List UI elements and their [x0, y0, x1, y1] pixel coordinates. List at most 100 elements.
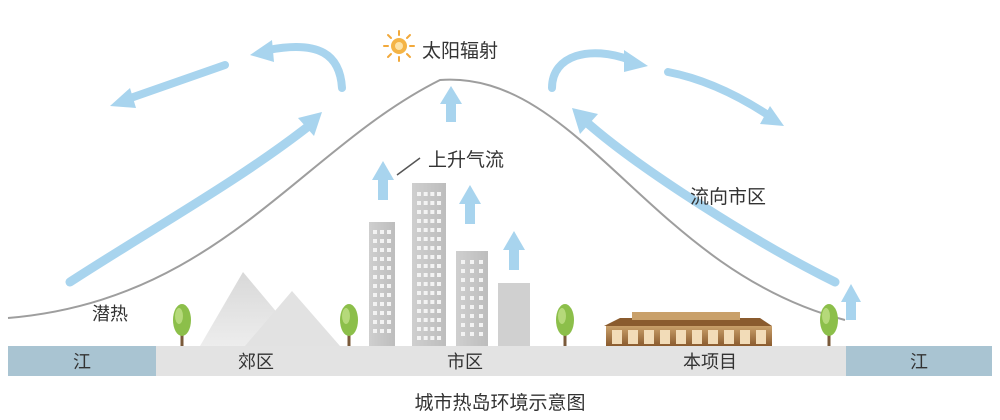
tree-icon: [820, 304, 838, 346]
building-window: [437, 219, 441, 223]
building-window: [423, 318, 428, 322]
building-window: [461, 332, 465, 336]
building-window: [423, 291, 428, 295]
building-window: [437, 309, 441, 313]
building-window: [373, 266, 377, 270]
building-window: [380, 275, 384, 279]
building-window: [479, 314, 483, 318]
building-window: [437, 255, 441, 259]
building-window: [380, 239, 384, 243]
diagram-caption: 城市热岛环境示意图: [414, 392, 586, 414]
building-window: [430, 327, 435, 331]
building-window: [373, 329, 377, 333]
building-window: [430, 291, 435, 295]
ground-city: 市区: [356, 346, 574, 376]
building-window: [387, 284, 391, 288]
building-window: [373, 275, 377, 279]
left-curl-arrow: [250, 40, 346, 92]
building-window: [423, 219, 428, 223]
building-window: [380, 293, 384, 297]
building-window: [373, 302, 377, 306]
building-window: [423, 309, 428, 313]
building-window: [423, 336, 428, 340]
mountains: [200, 272, 340, 346]
tree-icon: [340, 304, 358, 346]
building-window: [479, 269, 483, 273]
building-window: [373, 320, 377, 324]
building-window: [461, 296, 465, 300]
building-window: [417, 237, 421, 241]
building-window: [437, 264, 441, 268]
building-window: [387, 329, 391, 333]
building-window: [430, 210, 435, 214]
building-window: [437, 210, 441, 214]
building-window: [430, 264, 435, 268]
building-window: [380, 329, 384, 333]
building-window: [417, 318, 421, 322]
building-window: [461, 287, 465, 291]
building-window: [387, 239, 391, 243]
building-window: [430, 309, 435, 313]
building-window: [417, 255, 421, 259]
building-window: [437, 228, 441, 232]
building-window: [373, 248, 377, 252]
building-window: [423, 273, 428, 277]
building-window: [387, 257, 391, 261]
building-window: [470, 278, 474, 282]
building-window: [380, 311, 384, 315]
building-window: [373, 293, 377, 297]
building-window: [423, 246, 428, 250]
building-window: [479, 332, 483, 336]
building-window: [470, 323, 474, 327]
building-window: [417, 327, 421, 331]
sun-icon: [383, 30, 415, 62]
right-small-up-arrow: [841, 284, 861, 320]
building-window: [380, 284, 384, 288]
building-window: [423, 237, 428, 241]
building-window: [437, 192, 441, 196]
building-window: [417, 210, 421, 214]
building-window: [430, 318, 435, 322]
building-window: [470, 260, 474, 264]
building-window: [430, 201, 435, 205]
building-window: [387, 302, 391, 306]
building-window: [423, 327, 428, 331]
right-curl-arrow: [548, 49, 648, 92]
flow-to-city-label: 流向市区: [690, 186, 767, 208]
latent-heat-label: 潜热: [92, 304, 128, 325]
building-window: [417, 300, 421, 304]
building-window: [461, 305, 465, 309]
building-window: [461, 260, 465, 264]
heat-dome-curve: [7, 78, 846, 321]
building-window: [461, 323, 465, 327]
building-window: [387, 320, 391, 324]
building-window: [373, 284, 377, 288]
building-window: [479, 323, 483, 327]
building-window: [423, 201, 428, 205]
building-window: [423, 255, 428, 259]
left-outflow-arrow: [110, 61, 229, 108]
building-window: [417, 264, 421, 268]
building-window: [470, 269, 474, 273]
building-window: [479, 260, 483, 264]
building-window: [430, 300, 435, 304]
building-window: [437, 300, 441, 304]
building-window: [437, 282, 441, 286]
building-window: [430, 273, 435, 277]
building-window: [423, 282, 428, 286]
building-window: [430, 192, 435, 196]
building-windows: [373, 192, 483, 340]
building-window: [430, 219, 435, 223]
building-window: [417, 282, 421, 286]
building-window: [430, 237, 435, 241]
left-rising-arrow: [65, 112, 322, 287]
building-window: [437, 273, 441, 277]
building-window: [387, 275, 391, 279]
building-window: [430, 228, 435, 232]
building-window: [387, 266, 391, 270]
building-window: [430, 282, 435, 286]
building-window: [470, 314, 474, 318]
building-window: [380, 266, 384, 270]
building-window: [479, 287, 483, 291]
